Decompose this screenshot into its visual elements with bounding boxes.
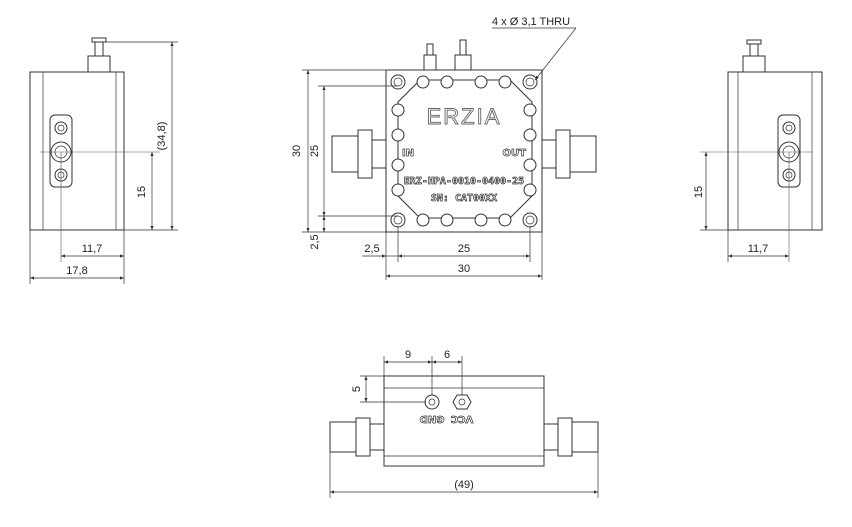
dim-bottom-5: 5 (351, 386, 363, 392)
dim-front-2-5-h: 2,5 (364, 243, 379, 255)
model-number: ERZ-HPA-0010-0400-25 (404, 176, 524, 187)
dim-right-11-7: 11,7 (748, 243, 769, 255)
dim-front-2-5-v: 2,5 (309, 234, 321, 249)
port-out-label: OUT (503, 148, 527, 159)
right-side-view: 15 11,7 (693, 39, 823, 262)
brand-logo: ERZIA (427, 104, 502, 129)
bottom-view: GND VCC 9 6 5 (49) (329, 349, 599, 498)
hole-callout: 4 x Ø 3,1 THRU (492, 16, 570, 28)
dim-left-15: 15 (136, 186, 148, 198)
dim-left-11-7: 11,7 (82, 243, 103, 255)
dim-front-25-v: 25 (309, 145, 321, 157)
left-side-view: (34,8) 15 11,7 17,8 (29, 37, 178, 284)
pin-vcc-label: VCC (451, 413, 473, 424)
dim-front-25-h: 25 (458, 243, 470, 255)
left-view-housing (29, 71, 125, 231)
serial-number: SN: CAT00XX (431, 193, 497, 204)
dim-front-30-v: 30 (291, 145, 303, 157)
bottom-housing (383, 375, 545, 467)
dim-front-30-h: 30 (458, 263, 470, 275)
dim-left-17-8: 17,8 (66, 265, 87, 277)
dim-bottom-9: 9 (405, 349, 411, 361)
port-in-label: IN (402, 148, 414, 159)
pin-gnd-label: GND (420, 413, 445, 424)
front-view: ERZIA IN OUT ERZ-HPA-0010-0400-25 SN: CA… (291, 16, 597, 280)
dim-right-15: 15 (693, 186, 705, 198)
dim-bottom-49: (49) (454, 479, 474, 491)
right-view-housing (727, 71, 823, 231)
dim-bottom-6: 6 (444, 349, 450, 361)
dim-height-ref: (34,8) (156, 122, 168, 151)
